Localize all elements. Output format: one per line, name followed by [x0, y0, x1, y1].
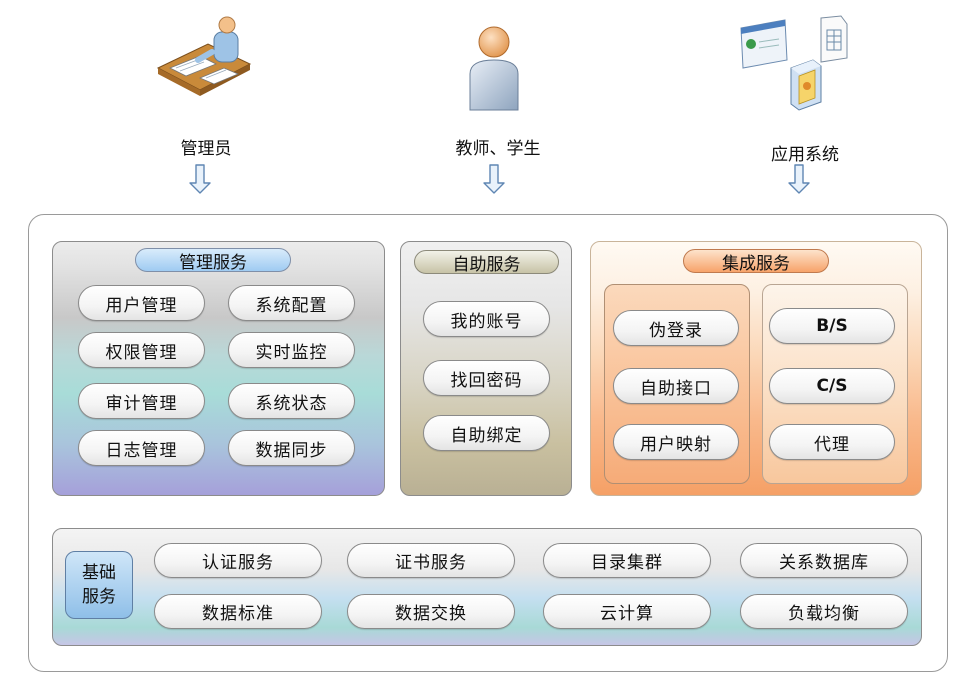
- load-balancing-button[interactable]: 负载均衡: [740, 594, 908, 629]
- cloud-computing-button[interactable]: 云计算: [543, 594, 711, 629]
- system-status-button[interactable]: 系统状态: [228, 383, 355, 419]
- data-exchange-button[interactable]: 数据交换: [347, 594, 515, 629]
- self-binding-button[interactable]: 自助绑定: [423, 415, 550, 451]
- relational-database-button[interactable]: 关系数据库: [740, 543, 908, 578]
- down-arrow-icon: [788, 164, 810, 194]
- permission-management-button[interactable]: 权限管理: [78, 332, 205, 368]
- down-arrow-icon: [189, 164, 211, 194]
- application-documents-icon: [740, 15, 848, 111]
- recover-password-button[interactable]: 找回密码: [423, 360, 550, 396]
- pseudo-login-button[interactable]: 伪登录: [613, 310, 739, 346]
- data-standard-button[interactable]: 数据标准: [154, 594, 322, 629]
- admin-at-desk-icon: [156, 16, 252, 96]
- self-service-interface-button[interactable]: 自助接口: [613, 368, 739, 404]
- audit-management-button[interactable]: 审计管理: [78, 383, 205, 419]
- directory-cluster-button[interactable]: 目录集群: [543, 543, 711, 578]
- actor-label-teacher-student: 教师、学生: [455, 139, 541, 159]
- base-services-label: 基础 服务: [65, 551, 133, 619]
- actor-label-application-system: 应用系统: [771, 145, 839, 165]
- certificate-service-button[interactable]: 证书服务: [347, 543, 515, 578]
- data-sync-button[interactable]: 数据同步: [228, 430, 355, 466]
- cs-button[interactable]: C/S: [769, 368, 895, 404]
- proxy-button[interactable]: 代理: [769, 424, 895, 460]
- base-label-line2: 服务: [82, 587, 116, 607]
- my-account-button[interactable]: 我的账号: [423, 301, 550, 337]
- actor-label-admin: 管理员: [180, 139, 232, 159]
- integration-title: 集成服务: [683, 249, 829, 274]
- management-title: 管理服务: [135, 248, 291, 273]
- person-icon: [469, 26, 519, 111]
- self-service-title: 自助服务: [414, 250, 559, 275]
- user-management-button[interactable]: 用户管理: [78, 285, 205, 321]
- realtime-monitor-button[interactable]: 实时监控: [228, 332, 355, 368]
- base-label-line1: 基础: [82, 563, 116, 583]
- bs-button[interactable]: B/S: [769, 308, 895, 344]
- system-config-button[interactable]: 系统配置: [228, 285, 355, 321]
- auth-service-button[interactable]: 认证服务: [154, 543, 322, 578]
- log-management-button[interactable]: 日志管理: [78, 430, 205, 466]
- user-mapping-button[interactable]: 用户映射: [613, 424, 739, 460]
- down-arrow-icon: [483, 164, 505, 194]
